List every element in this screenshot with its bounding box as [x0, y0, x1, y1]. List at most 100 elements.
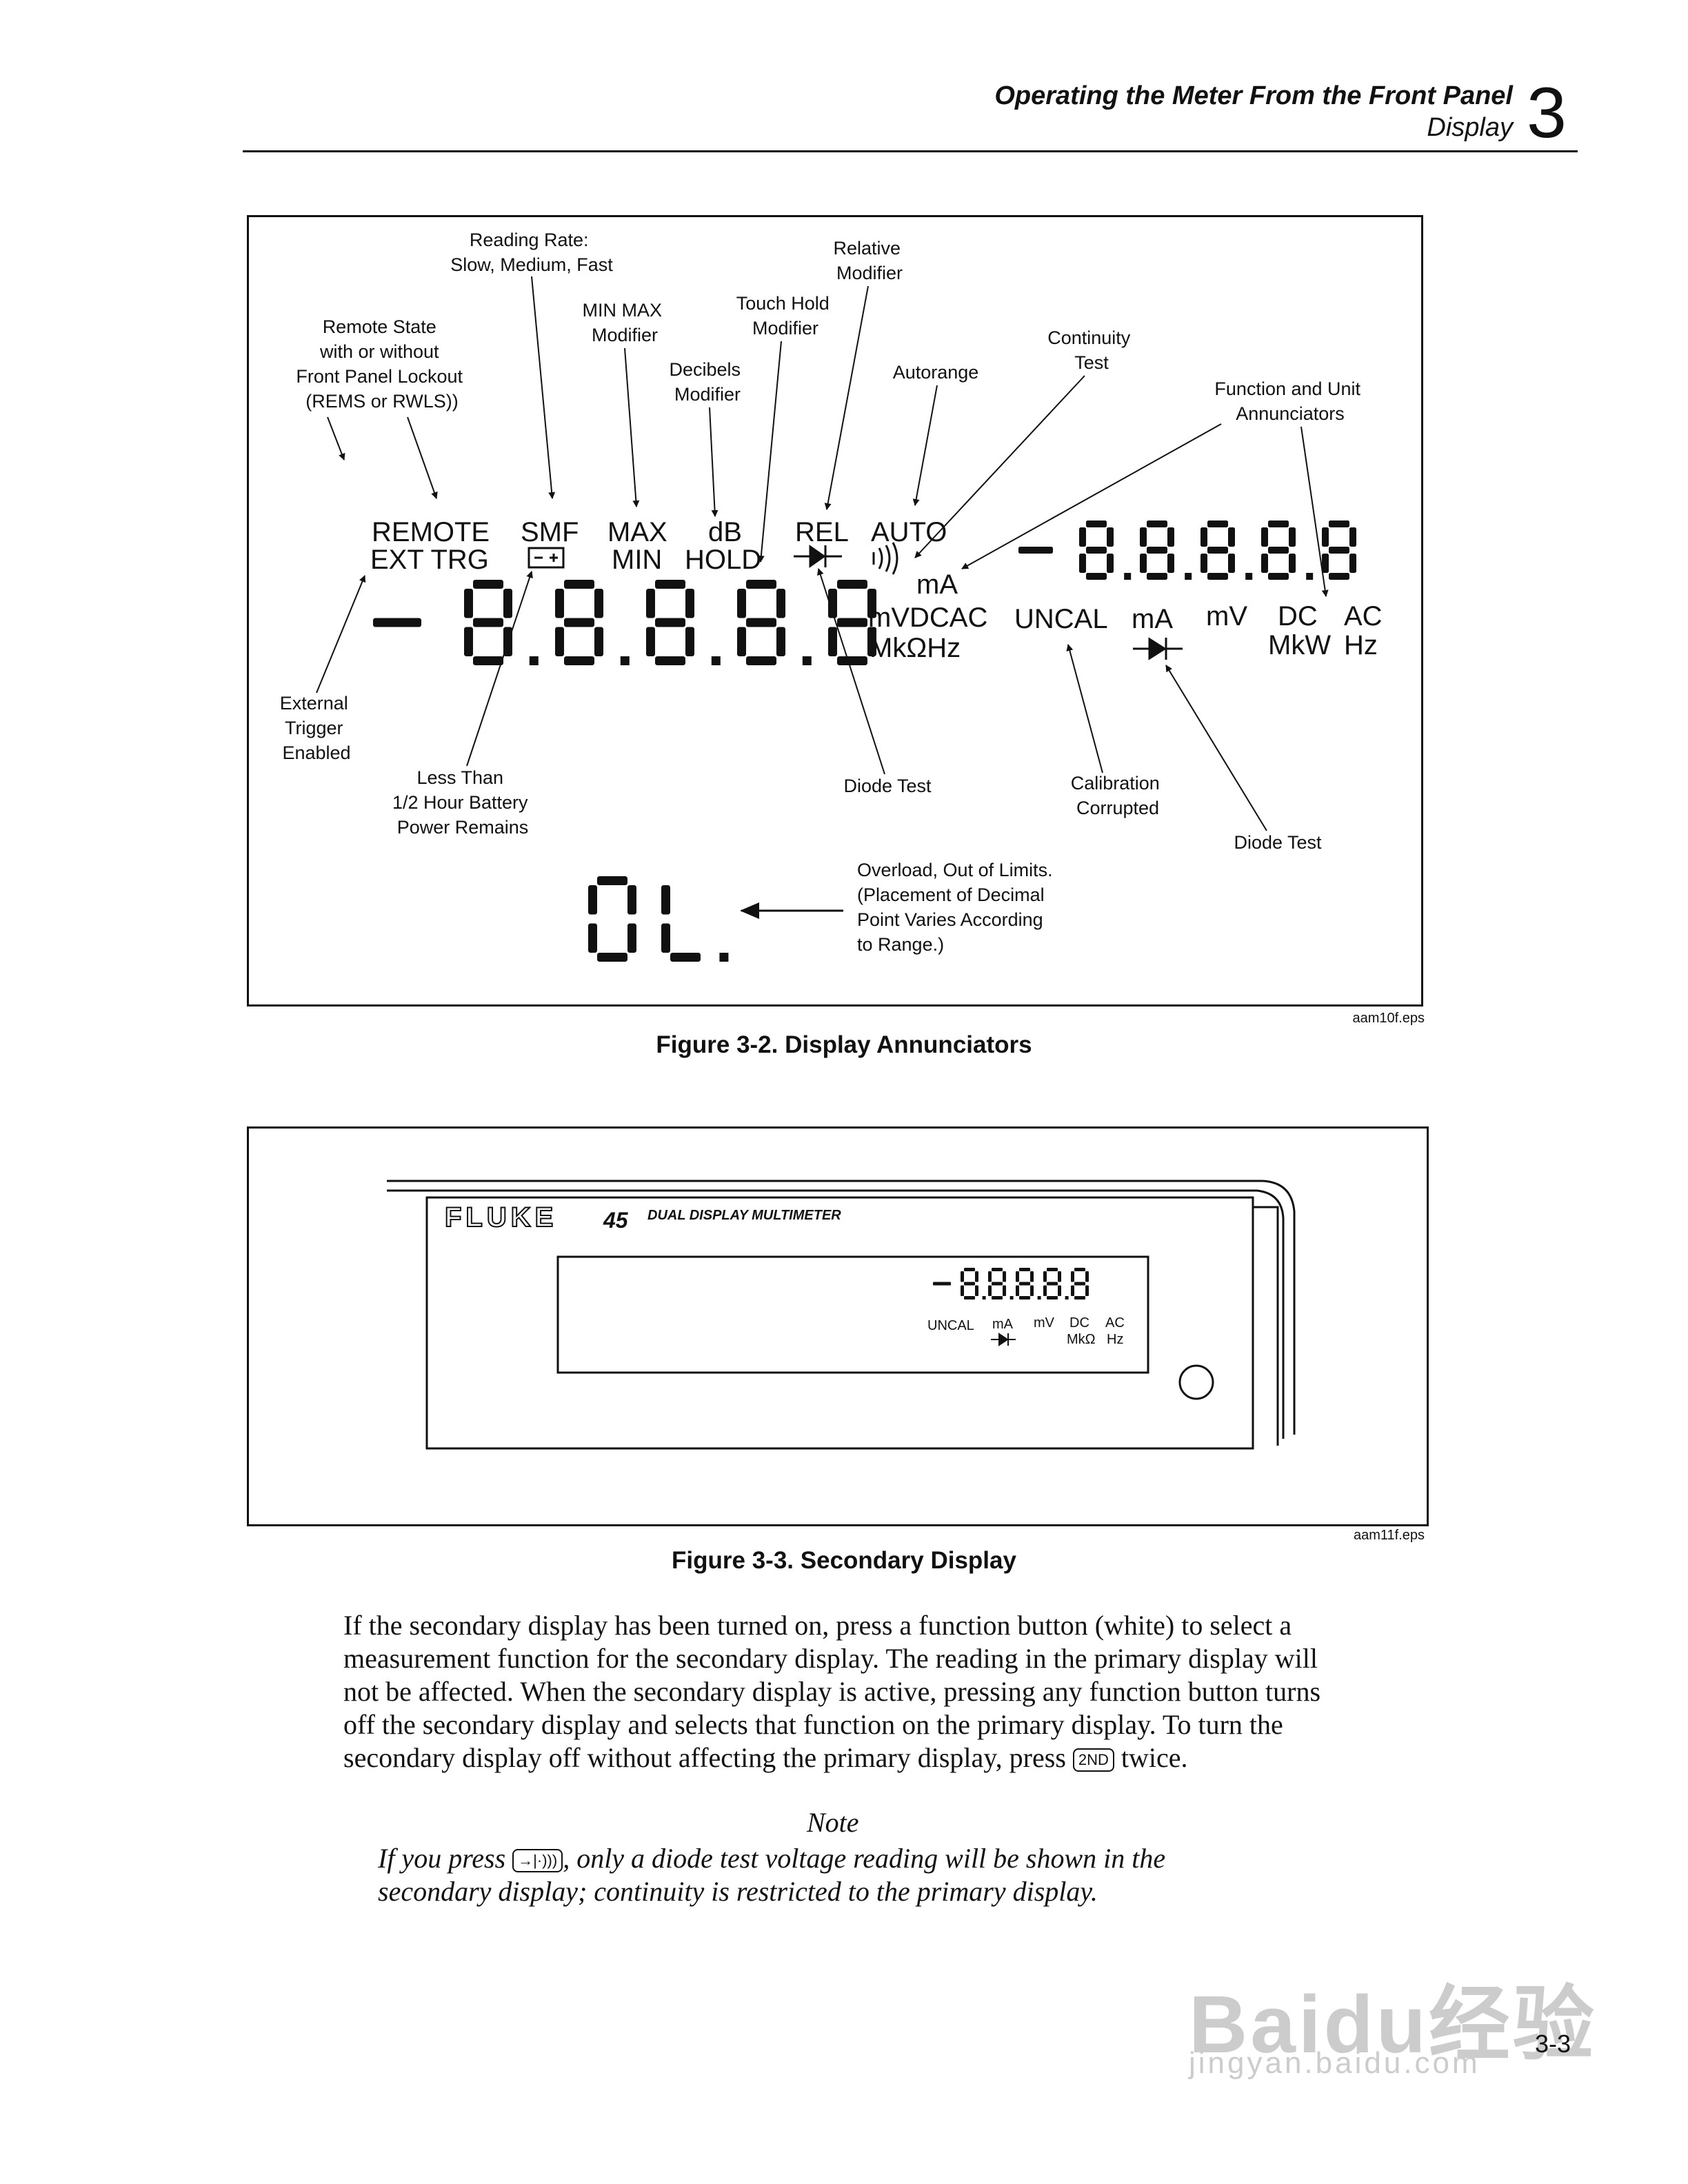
segment	[1074, 1296, 1085, 1300]
lcd-max: MAX	[607, 517, 667, 547]
callout-function-unit: Function and Unit Annunciators	[1214, 378, 1365, 424]
segment	[1200, 527, 1207, 547]
segment	[1016, 1285, 1019, 1296]
lcd-dc: DC	[1278, 601, 1318, 631]
body-line-text: secondary display off without affecting …	[343, 1742, 1066, 1773]
lcd2-mkohm: MkΩ	[1067, 1332, 1096, 1347]
segment	[1019, 1268, 1030, 1271]
decimal-point	[1185, 573, 1192, 580]
segment	[597, 876, 627, 885]
segment	[776, 627, 785, 656]
segment	[1071, 1271, 1074, 1282]
leader-relative	[824, 285, 869, 510]
lcd2-mv: mV	[1034, 1315, 1055, 1331]
lcd2-hz: Hz	[1107, 1332, 1123, 1347]
leader-function-unit-a	[961, 423, 1222, 569]
segment	[597, 953, 627, 962]
segment	[1140, 527, 1147, 547]
segment	[594, 589, 603, 618]
figure2-eps-label: aam11f.eps	[1353, 1528, 1425, 1543]
segment	[1147, 520, 1167, 527]
callout-diode-test-primary: Diode Test	[843, 776, 932, 796]
segment	[988, 1285, 992, 1296]
callout-autorange: Autorange	[893, 362, 979, 383]
segment	[473, 656, 503, 665]
segment	[961, 1271, 964, 1282]
segment	[964, 1268, 975, 1271]
segment	[564, 580, 594, 589]
segment	[1085, 1271, 1089, 1282]
segment	[837, 580, 867, 589]
segment	[776, 589, 785, 618]
lcd-mv-secondary: mV	[1206, 601, 1247, 631]
segment	[1207, 520, 1228, 527]
lcd-units-primary-1: mVDCAC	[868, 603, 987, 633]
decimal-point	[620, 656, 630, 665]
segment	[1016, 1271, 1019, 1282]
segment	[1329, 573, 1349, 580]
note-body: If you press →|·))), only a diode test v…	[378, 1842, 1165, 1908]
segment	[992, 1296, 1003, 1300]
baidu-watermark-logo: Baidu经验	[1189, 1979, 1597, 2070]
primary-digits	[373, 580, 876, 665]
battery-icon	[528, 547, 565, 569]
lcd2-diode-icon	[991, 1333, 1016, 1346]
body-line: not be affected. When the secondary disp…	[343, 1676, 1321, 1707]
meter-outline	[387, 1180, 1296, 1450]
callout-battery: Less Than 1/2 Hour Battery Power Remains	[392, 767, 533, 838]
segment	[464, 589, 473, 618]
segment	[655, 656, 685, 665]
segment	[564, 618, 594, 627]
decimal-point	[1245, 573, 1253, 580]
lcd-smf: SMF	[521, 517, 579, 547]
body-line: off the secondary display and selects th…	[343, 1709, 1283, 1740]
segment	[655, 580, 685, 589]
meter-front-panel: FLUKE 45 DUAL DISPLAY MULTIMETER UNCAL m…	[387, 1180, 1296, 1450]
callout-calibration: Calibration Corrupted	[1071, 773, 1165, 818]
segment	[1085, 1285, 1089, 1296]
leader-function-unit-b	[1300, 426, 1329, 597]
lcd-db: dB	[708, 517, 742, 547]
segment	[661, 885, 670, 915]
overload-digits	[588, 876, 729, 962]
body-line: secondary display off without affecting …	[343, 1741, 1426, 1775]
segment	[1289, 554, 1296, 573]
note-line-text: If you press	[378, 1843, 506, 1874]
segment	[1003, 1285, 1006, 1296]
segment	[1349, 527, 1356, 547]
segment	[988, 1271, 992, 1282]
decimal-point	[1306, 573, 1314, 580]
lcd-ext-trg: EXT TRG	[370, 545, 489, 575]
decimal-point	[719, 953, 729, 962]
segment	[975, 1285, 978, 1296]
segment	[1200, 554, 1207, 573]
leader-diode-primary	[817, 568, 885, 775]
segment	[964, 1282, 975, 1286]
fluke-logo: FLUKE	[445, 1202, 557, 1233]
segment	[670, 953, 701, 962]
segment	[594, 627, 603, 656]
lcd-uncal: UNCAL	[1014, 604, 1108, 634]
segment	[1322, 554, 1329, 573]
second-key-icon: 2ND	[1072, 1748, 1114, 1772]
running-header-title: Operating the Meter From the Front Panel	[994, 81, 1513, 110]
decimal-point	[802, 656, 812, 665]
segment	[1349, 554, 1356, 573]
segment	[1079, 554, 1086, 573]
note-line: secondary display; continuity is restric…	[378, 1876, 1098, 1907]
segment	[1003, 1271, 1006, 1282]
decimal-point	[1065, 1296, 1069, 1300]
continuity-icon	[872, 542, 898, 575]
segment	[1047, 1282, 1058, 1286]
segment	[1268, 520, 1289, 527]
lcd2-uncal: UNCAL	[927, 1318, 974, 1333]
lcd-rel: REL	[795, 517, 849, 547]
segment	[1086, 520, 1107, 527]
segment	[464, 627, 473, 656]
segment	[1207, 547, 1228, 554]
note-line-text: , only a diode test voltage reading will…	[563, 1843, 1166, 1874]
segment	[555, 627, 564, 656]
secondary-lcd-digits	[933, 1268, 1089, 1300]
segment	[685, 589, 694, 618]
decimal-point	[529, 656, 539, 665]
